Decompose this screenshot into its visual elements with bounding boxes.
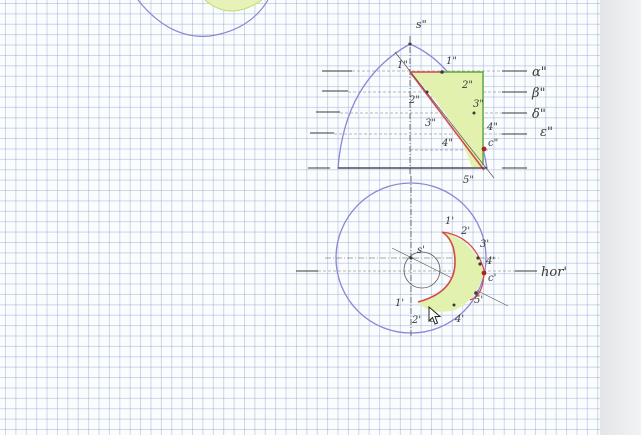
label-2-plan: 2' bbox=[460, 226, 470, 237]
plan-shaded-crescent bbox=[418, 232, 484, 312]
technical-drawing: s" 1" 1" 2" 2" 3" 3" 4" 4" c" 5" α" β" δ… bbox=[137, 0, 567, 338]
label-3-front-b: 3" bbox=[473, 99, 484, 110]
plan-inner-circle bbox=[403, 251, 441, 289]
label-epsilon: ε" bbox=[540, 125, 553, 140]
graph-paper-sheet: s" 1" 1" 2" 2" 3" 3" 4" 4" c" 5" α" β" δ… bbox=[0, 0, 600, 435]
label-1-plan-b: 1' bbox=[395, 298, 404, 309]
label-4-plan-b: 4' bbox=[454, 314, 464, 325]
label-5-front: 5" bbox=[463, 175, 474, 186]
label-5-plan: 5' bbox=[474, 295, 483, 306]
upper-arc-outline bbox=[137, 0, 269, 37]
label-delta: δ" bbox=[532, 107, 546, 122]
label-2-front-b: 2" bbox=[461, 80, 473, 91]
label-c-plan: c' bbox=[488, 273, 496, 284]
plan-red-curve-outer bbox=[441, 231, 485, 301]
label-s-plan: s' bbox=[417, 245, 425, 256]
plan-red-curve bbox=[417, 231, 456, 303]
label-4-front: 4" bbox=[441, 138, 453, 149]
section-line-front bbox=[409, 71, 485, 171]
label-s-top: s" bbox=[416, 18, 427, 31]
label-beta: β" bbox=[531, 86, 546, 101]
label-4-front-b: 4" bbox=[486, 122, 498, 133]
label-1-front: 1" bbox=[397, 60, 408, 71]
label-1-front-b: 1" bbox=[446, 56, 457, 67]
label-alpha: α" bbox=[532, 65, 547, 80]
section-line-trace bbox=[394, 51, 495, 179]
label-3-front: 3" bbox=[425, 118, 436, 129]
label-2-front: 2" bbox=[408, 95, 420, 106]
label-4-plan: 4' bbox=[485, 256, 495, 267]
label-hor: hor' bbox=[541, 265, 567, 280]
label-3-plan: 3' bbox=[480, 239, 489, 250]
front-points bbox=[408, 42, 487, 152]
label-c-front: c" bbox=[488, 138, 498, 149]
upper-arc-shading bbox=[204, 0, 263, 12]
label-2-plan-b: 2' bbox=[411, 315, 421, 326]
label-1-plan: 1' bbox=[445, 216, 454, 227]
mouse-pointer-icon bbox=[428, 306, 442, 325]
green-edge bbox=[442, 71, 484, 165]
viewer-scrollbar-area[interactable] bbox=[600, 0, 641, 435]
level-lines bbox=[308, 70, 527, 169]
